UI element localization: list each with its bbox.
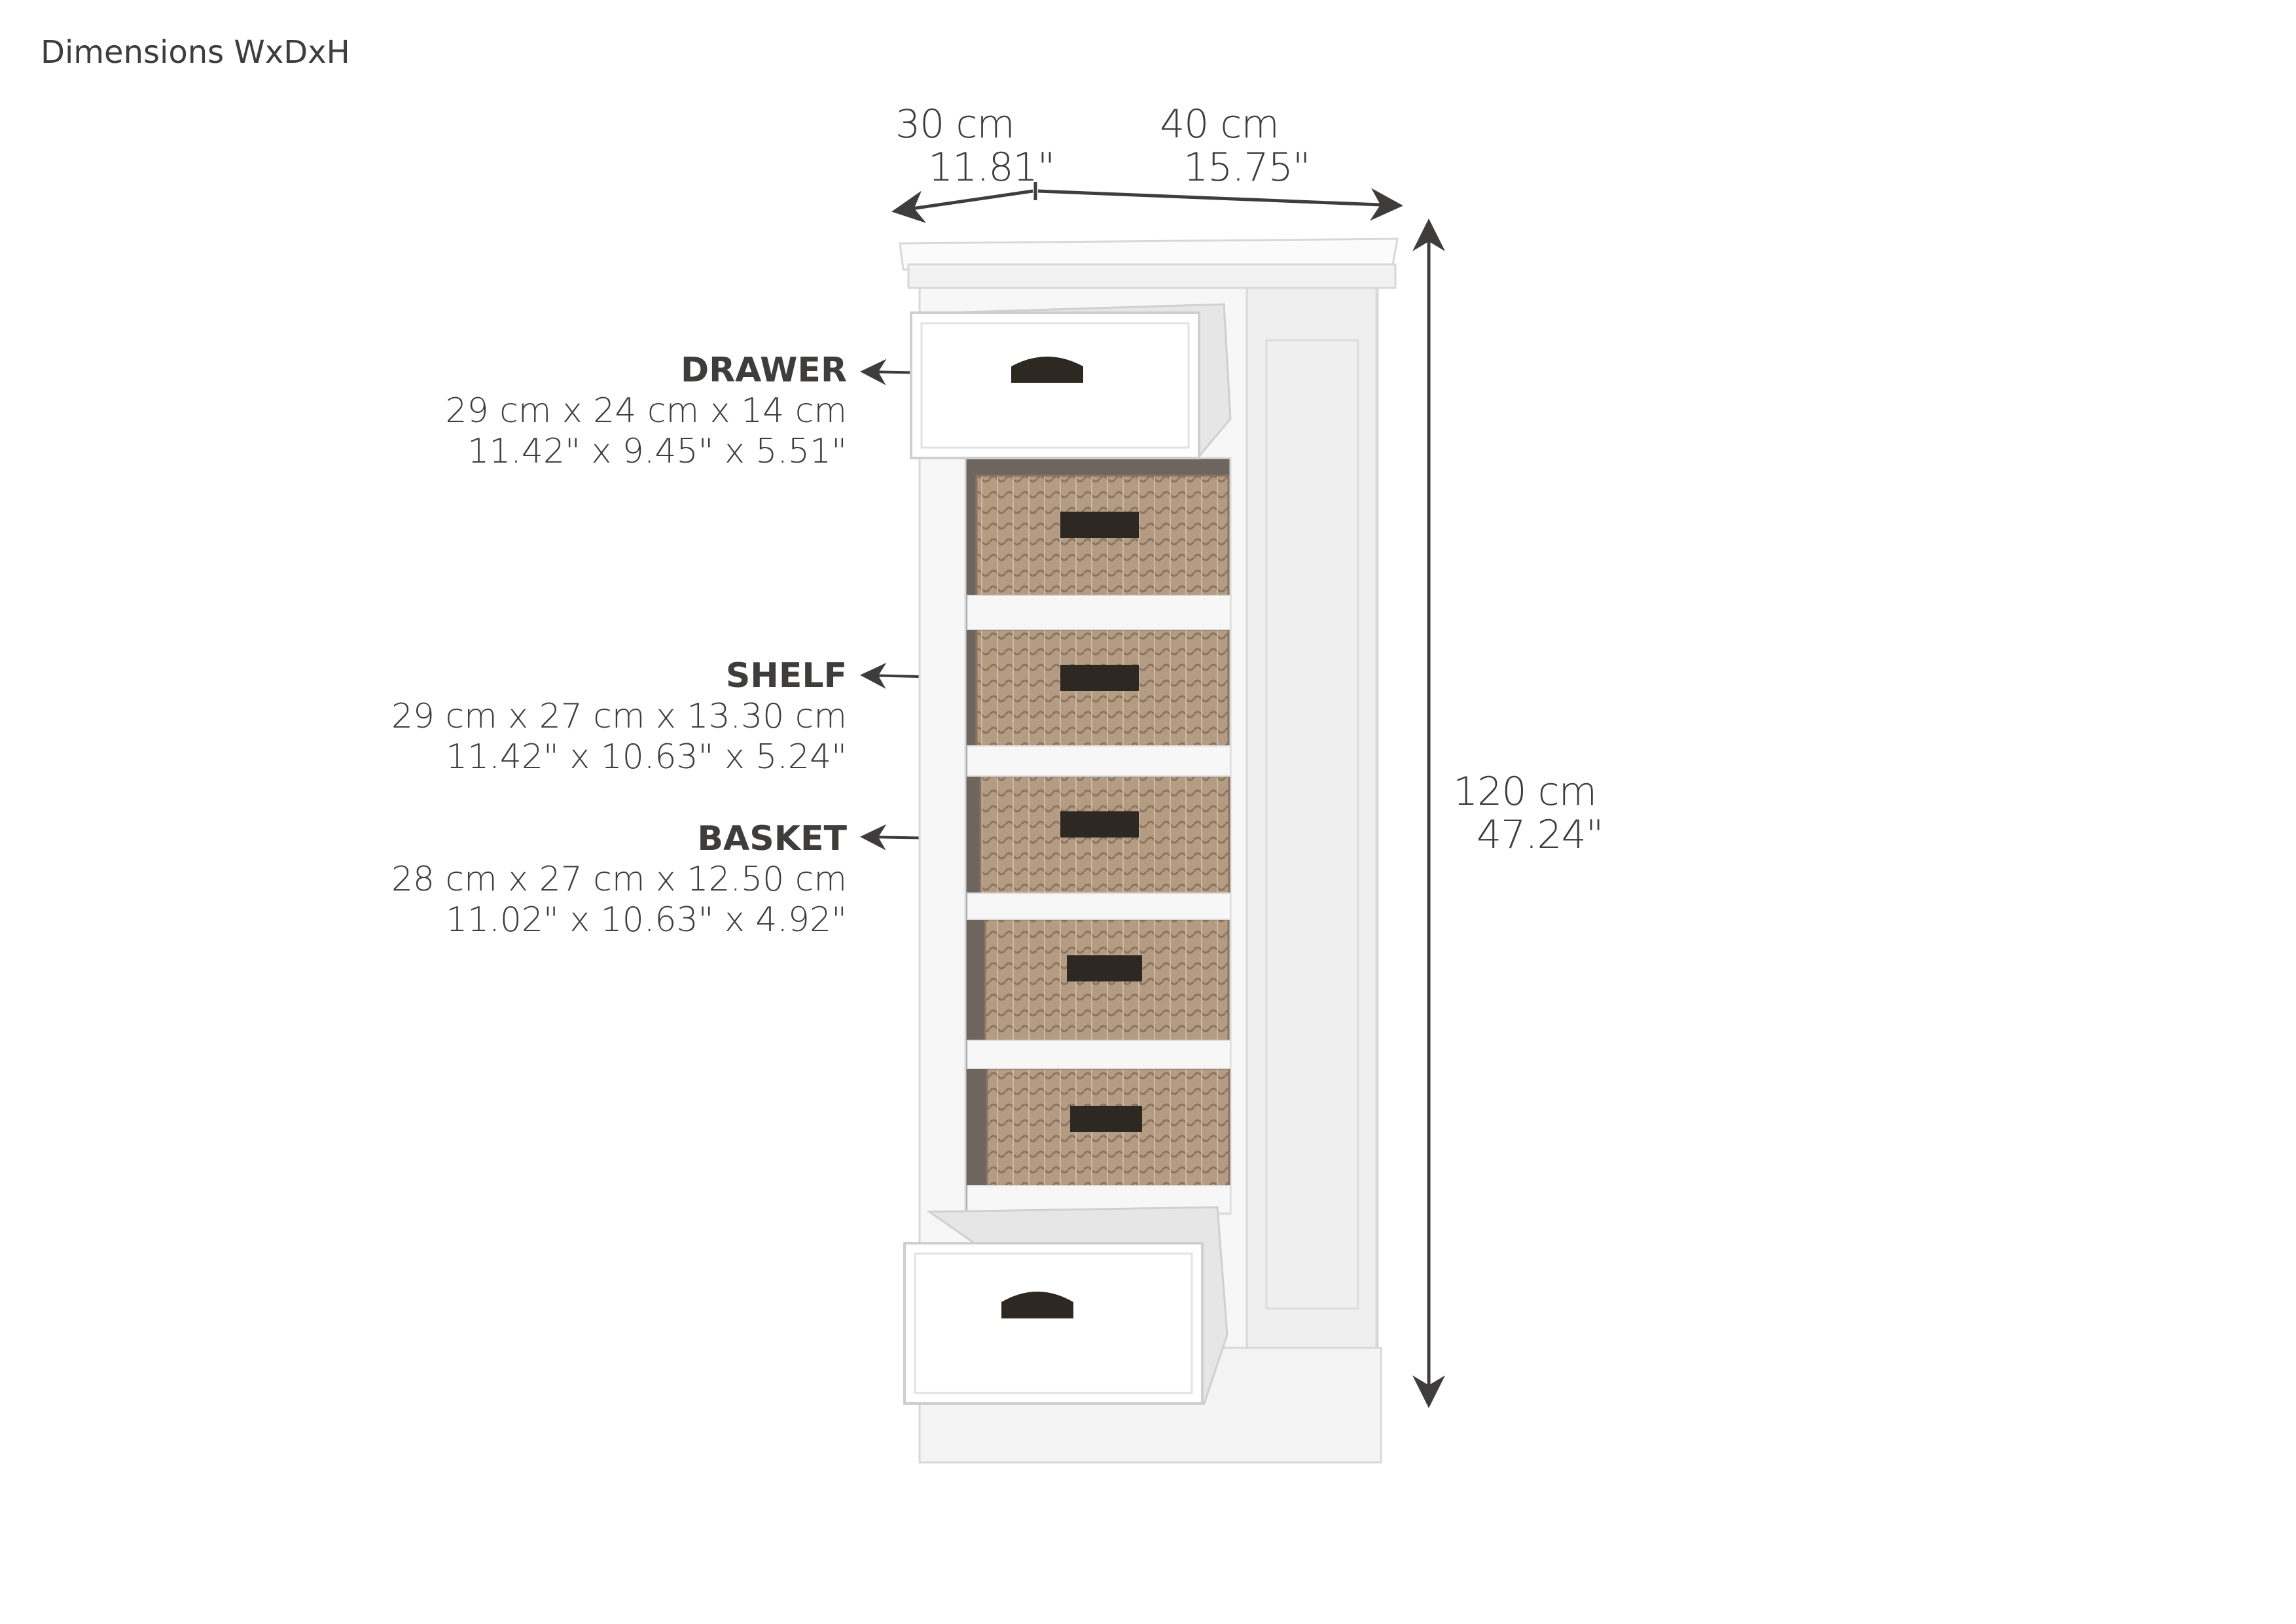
width-arrow	[1033, 182, 1403, 221]
width-cm: 40 cm	[1160, 101, 1280, 147]
depth-in: 11.81"	[928, 145, 1055, 190]
drawer-label: DRAWER	[680, 351, 847, 390]
drawer-callout: DRAWER 29 cm x 24 cm x 14 cm 11.42" x 9.…	[446, 353, 848, 468]
basket-handles	[1060, 512, 1142, 1132]
diagram-title: Dimensions WxDxH	[41, 34, 350, 71]
top-drawer	[910, 303, 1232, 459]
basket-label: BASKET	[697, 819, 847, 858]
drawer-handle	[1011, 357, 1083, 383]
shelf-cm: 29 cm x 27 cm x 13.30 cm	[391, 697, 847, 736]
drawer-in: 11.42" x 9.45" x 5.51"	[467, 432, 847, 471]
shelf-label: SHELF	[725, 656, 847, 696]
basket-callout: BASKET 28 cm x 27 cm x 12.50 cm 11.02" x…	[391, 822, 847, 937]
height-in: 47.24"	[1477, 812, 1604, 858]
baskets	[975, 474, 1230, 1209]
depth-arrow	[891, 189, 1033, 223]
drawer-handle	[1001, 1292, 1073, 1318]
shelf-boards	[967, 595, 1231, 1214]
height-cm: 120 cm	[1453, 769, 1597, 815]
shelf-callout: SHELF 29 cm x 27 cm x 13.30 cm 11.42" x …	[391, 659, 847, 774]
shelf-in: 11.42" x 10.63" x 5.24"	[446, 737, 847, 777]
drawer-cm: 29 cm x 24 cm x 14 cm	[445, 391, 848, 431]
basket-cm: 28 cm x 27 cm x 12.50 cm	[391, 860, 847, 899]
bottom-drawer	[903, 1206, 1229, 1405]
basket-in: 11.02" x 10.63" x 4.92"	[446, 900, 847, 940]
depth-cm: 30 cm	[895, 101, 1015, 147]
width-in: 15.75"	[1183, 145, 1310, 190]
